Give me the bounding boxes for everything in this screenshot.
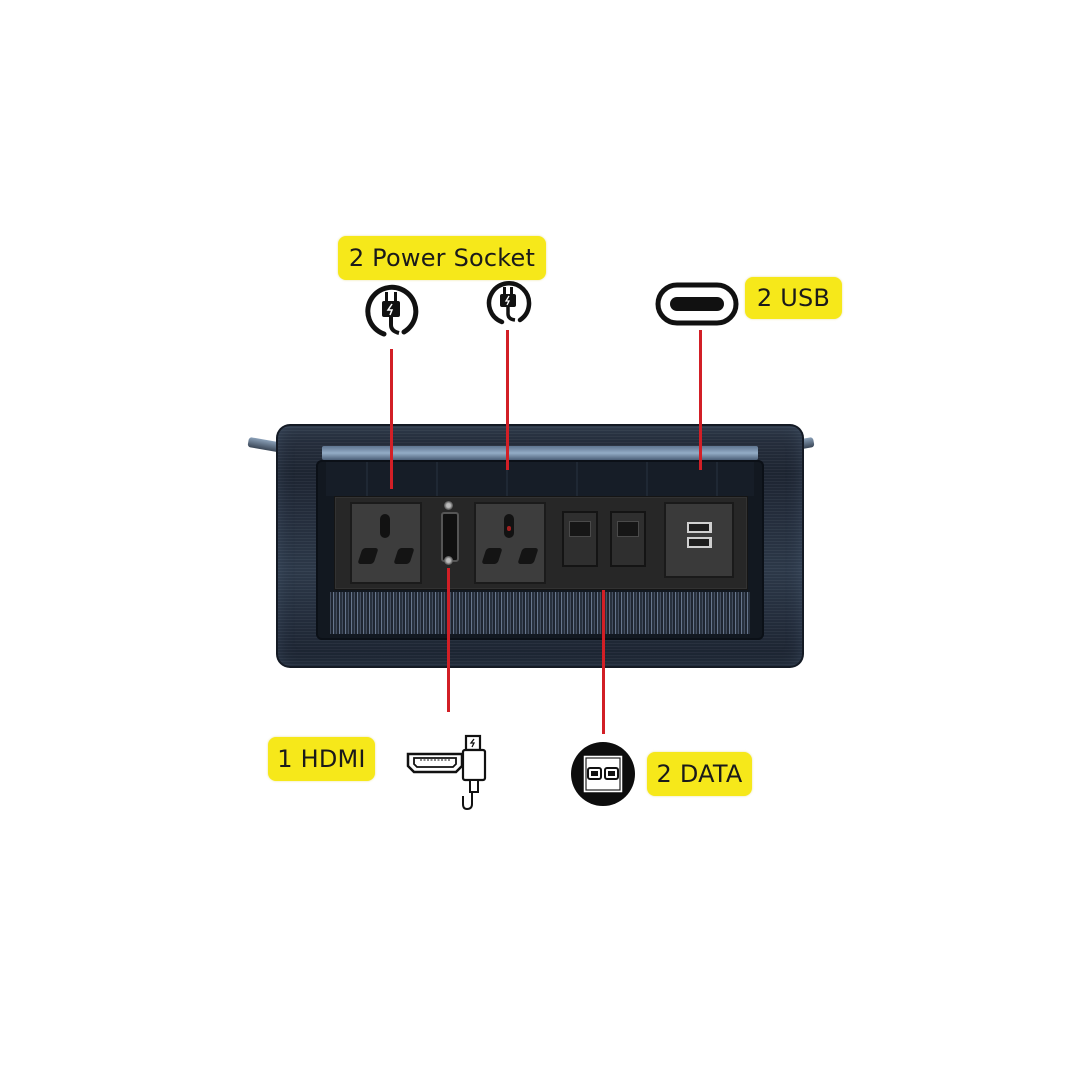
usb-port-1	[687, 522, 712, 533]
power-socket-1	[350, 502, 422, 584]
leader-line-usb	[699, 330, 702, 470]
usb-c-port-icon	[655, 282, 739, 326]
power-plug-icon	[484, 280, 532, 326]
rj45-dual-jack-icon	[570, 741, 636, 807]
power-plug-icon	[362, 284, 420, 340]
hdmi-screw-top	[444, 501, 453, 510]
lid-edge	[322, 446, 758, 460]
data-label: 2 DATA	[647, 752, 752, 796]
usb-module	[664, 502, 734, 578]
leader-line-power-1	[390, 349, 393, 489]
rj45-port-1	[562, 511, 598, 567]
hdmi-label: 1 HDMI	[268, 737, 375, 781]
usb-label: 2 USB	[745, 277, 842, 319]
cavity-back-wall	[326, 462, 754, 496]
usb-port-2	[687, 537, 712, 548]
hdmi-cable-icon	[404, 730, 496, 812]
leader-line-data	[602, 590, 605, 734]
hdmi-port	[441, 512, 459, 562]
leader-line-hdmi	[447, 568, 450, 712]
leader-line-power-2	[506, 330, 509, 470]
rj45-port-2	[610, 511, 646, 567]
hdmi-screw-bottom	[444, 556, 453, 565]
power-socket-label: 2 Power Socket	[338, 236, 546, 280]
cable-brush-strip	[330, 592, 750, 634]
power-socket-2	[474, 502, 546, 584]
